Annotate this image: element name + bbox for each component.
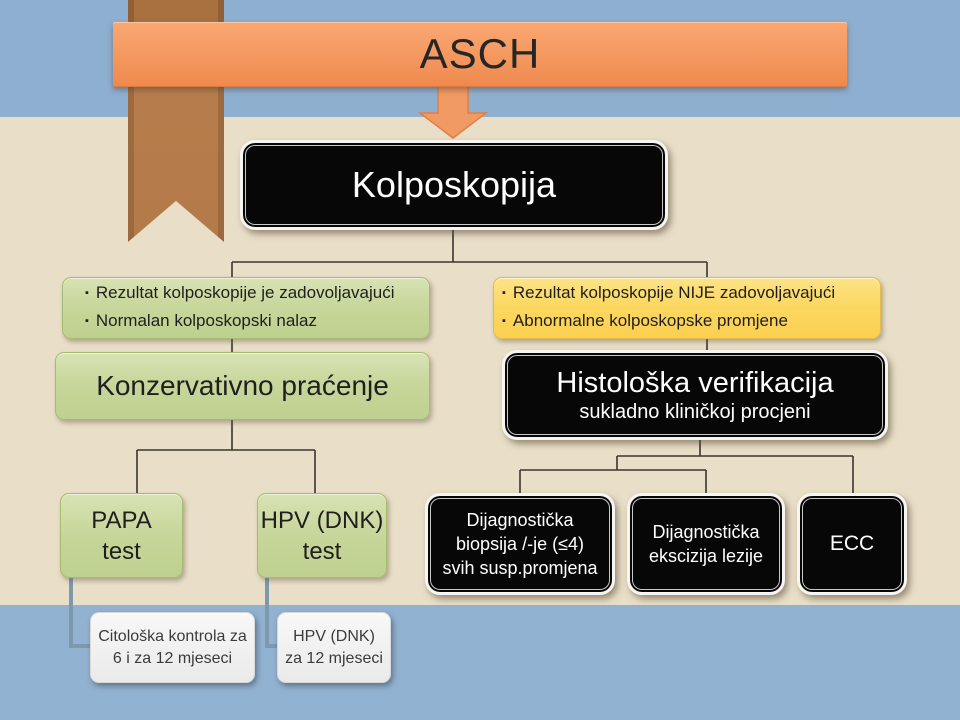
criteria-item: ▪ Normalan kolposkopski nalaz (85, 308, 317, 336)
node-ekscizija-line1: Dijagnostička (652, 522, 760, 542)
criteria-item: ▪ Rezultat kolposkopije NIJE zadovoljava… (502, 280, 835, 308)
criteria-text: Rezultat kolposkopije je zadovoljavajući (95, 283, 395, 302)
node-ekscizija-line2: ekscizija lezije (648, 546, 764, 566)
node-biopsija-line2: biopsija /-je (≤4) (456, 534, 584, 554)
node-right-criteria: ▪ Rezultat kolposkopije NIJE zadovoljava… (493, 277, 881, 339)
node-hpv-dnk-test: HPV (DNK) test (257, 493, 387, 578)
node-kolposkopija: Kolposkopija (240, 140, 668, 230)
node-histoloska-verifikacija: Histološka verifikacija sukladno kliničk… (502, 350, 888, 440)
node-hpv12-line1: HPV (DNK) (293, 627, 375, 645)
criteria-item: ▪ Rezultat kolposkopije je zadovoljavaju… (85, 280, 395, 308)
title-banner: ASCH (113, 22, 847, 87)
node-konzervativno-pracenje: Konzervativno praćenje (55, 352, 430, 420)
node-dijagnosticka-biopsija: Dijagnostička biopsija /-je (≤4) svih su… (425, 493, 615, 595)
square-bullet-icon: ▪ (502, 287, 506, 299)
square-bullet-icon: ▪ (85, 315, 89, 327)
node-ecc-label: ECC (829, 532, 875, 555)
slide-title: ASCH (419, 30, 541, 77)
node-papa-line1: PAPA (91, 506, 152, 534)
node-hpv-12-mjeseci: HPV (DNK) za 12 mjeseci (277, 612, 391, 683)
down-arrow-icon (417, 85, 489, 139)
connector-papa-citoloska (69, 578, 92, 648)
node-ecc: ECC (797, 493, 907, 595)
node-histoloska-line1: Histološka verifikacija (556, 367, 834, 399)
node-hpv-line2: test (302, 537, 342, 565)
criteria-text: Normalan kolposkopski nalaz (95, 311, 318, 330)
square-bullet-icon: ▪ (502, 315, 506, 327)
connector-hpv-hpv12 (265, 578, 279, 648)
node-kolposkopija-label: Kolposkopija (351, 164, 557, 205)
criteria-text: Abnormalne kolposkopske promjene (512, 311, 788, 330)
square-bullet-icon: ▪ (85, 287, 89, 299)
node-citoloska-line1: Citološka kontrola za (98, 627, 247, 645)
node-papa-line2: test (102, 537, 141, 565)
criteria-item: ▪ Abnormalne kolposkopske promjene (502, 308, 788, 336)
node-citoloska-kontrola: Citološka kontrola za 6 i za 12 mjeseci (90, 612, 255, 683)
node-hpv-line1: HPV (DNK) (260, 506, 384, 534)
node-dijagnosticka-ekscizija: Dijagnostička ekscizija lezije (627, 493, 785, 595)
criteria-text: Rezultat kolposkopije NIJE zadovoljavaju… (512, 283, 836, 302)
node-left-criteria: ▪ Rezultat kolposkopije je zadovoljavaju… (62, 277, 430, 339)
node-papa-test: PAPA test (60, 493, 183, 578)
connector-konzervativno-split (136, 420, 316, 493)
connector-kolposkopija-split (231, 230, 708, 277)
node-hpv12-line2: za 12 mjeseci (285, 649, 383, 667)
node-histoloska-line2: sukladno kliničkoj procjeni (579, 401, 811, 423)
node-citoloska-line2: 6 i za 12 mjeseci (112, 649, 233, 667)
node-konzervativno-label: Konzervativno praćenje (96, 370, 389, 401)
node-biopsija-line1: Dijagnostička (466, 510, 574, 530)
connector-histoloska-split (519, 440, 854, 493)
node-biopsija-line3: svih susp.promjena (442, 558, 598, 578)
